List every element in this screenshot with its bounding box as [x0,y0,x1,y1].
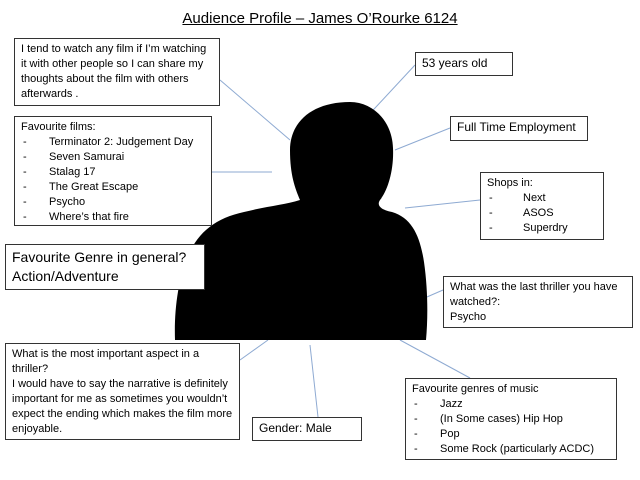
important-aspect-answer: I would have to say the narrative is def… [12,378,233,435]
favourite-films-box: Favourite films: Terminator 2: Judgement… [14,116,212,226]
genre-answer: Action/Adventure [12,268,119,284]
employment-box: Full Time Employment [450,116,588,141]
genre-question: Favourite Genre in general? [12,249,187,265]
important-aspect-question: What is the most important aspect in a t… [12,348,200,375]
last-thriller-answer: Psycho [450,311,487,323]
list-item: Psycho [21,195,205,210]
employment-text: Full Time Employment [457,120,576,134]
age-box: 53 years old [415,52,513,76]
music-heading: Favourite genres of music [412,383,539,395]
music-box: Favourite genres of music Jazz (In Some … [405,378,617,460]
shops-heading: Shops in: [487,177,533,189]
important-aspect-box: What is the most important aspect in a t… [5,343,240,440]
genre-box: Favourite Genre in general? Action/Adven… [5,244,205,290]
list-item: Next [487,191,597,206]
list-item: ASOS [487,206,597,221]
list-item: Jazz [412,397,610,412]
list-item: Terminator 2: Judgement Day [21,135,205,150]
list-item: (In Some cases) Hip Hop [412,412,610,427]
gender-text: Gender: Male [259,421,332,435]
list-item: Seven Samurai [21,150,205,165]
watch-note-box: I tend to watch any film if I’m watching… [14,38,220,106]
music-list: Jazz (In Some cases) Hip Hop Pop Some Ro… [412,397,610,457]
favourite-films-heading: Favourite films: [21,121,96,133]
favourite-films-list: Terminator 2: Judgement Day Seven Samura… [21,135,205,225]
list-item: Pop [412,427,610,442]
list-item: Some Rock (particularly ACDC) [412,442,610,457]
gender-box: Gender: Male [252,417,362,441]
list-item: The Great Escape [21,180,205,195]
page-title: Audience Profile – James O’Rourke 6124 [182,10,458,27]
list-item: Stalag 17 [21,165,205,180]
age-text: 53 years old [422,56,488,70]
connector-employment [394,127,451,151]
connector-watch-note [219,79,291,141]
list-item: Where’s that fire [21,210,205,225]
last-thriller-question: What was the last thriller you have watc… [450,281,618,308]
watch-note-text: I tend to watch any film if I’m watching… [21,43,207,100]
shops-box: Shops in: Next ASOS Superdry [480,172,604,240]
connector-shops [404,199,481,209]
last-thriller-box: What was the last thriller you have watc… [443,276,633,328]
connector-music [399,339,471,379]
shops-list: Next ASOS Superdry [487,191,597,236]
connector-gender [309,344,319,418]
connector-aspect [239,339,269,361]
list-item: Superdry [487,221,597,236]
